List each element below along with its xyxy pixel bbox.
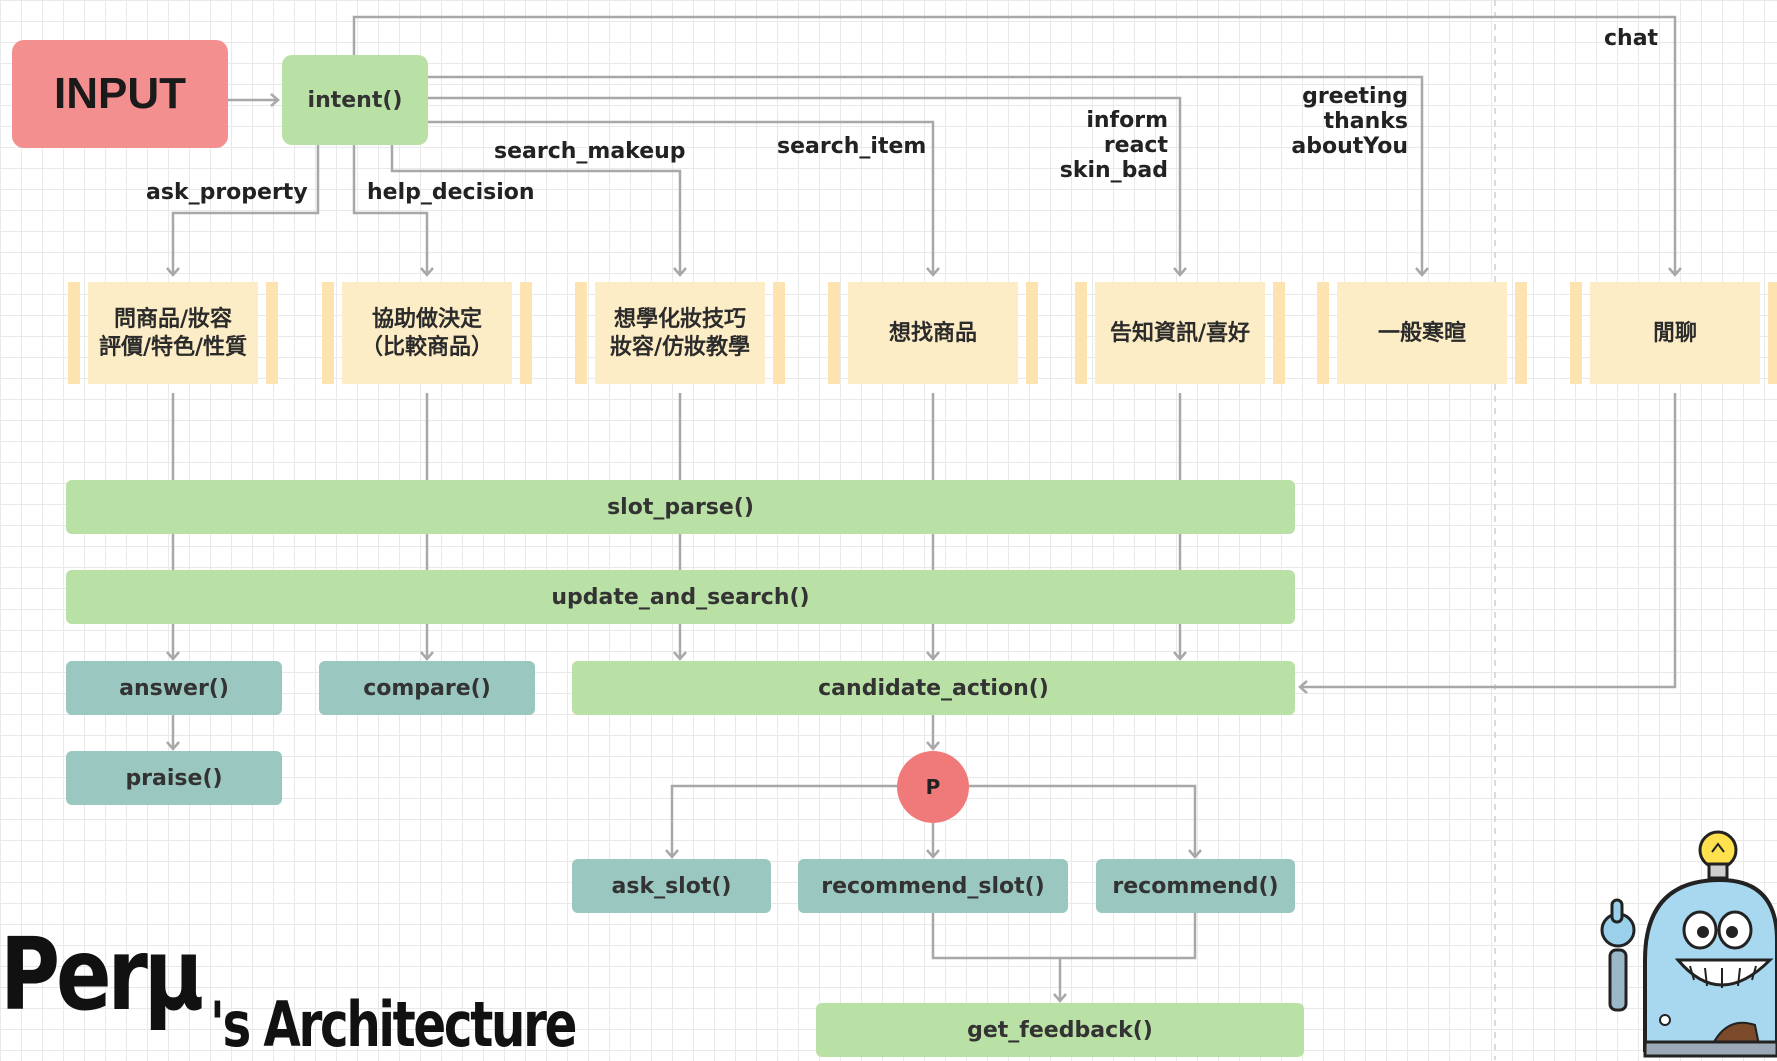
edge-label-ask-property: ask_property (146, 180, 308, 205)
edge-label-search-item: search_item (777, 134, 927, 159)
get-feedback-label: get_feedback() (967, 1017, 1153, 1043)
policy-label: P (925, 775, 941, 799)
category-text: 問商品/妝容 (113, 306, 233, 332)
arrow-chat (352, 15, 1682, 277)
category-text: 閒聊 (1652, 320, 1697, 346)
title-main: Perμ (0, 916, 204, 1033)
input-label: INPUT (54, 69, 186, 118)
intent-node: intent() (282, 55, 428, 145)
edge-label-greeting: greeting (1302, 84, 1408, 109)
arrow-search-makeup (390, 145, 687, 277)
edge-label-inform: inform (1086, 108, 1168, 133)
slot-parse-node: slot_parse() (66, 480, 1295, 534)
category-text: 評價/特色/性質 (98, 334, 248, 360)
edge-label-react: react (1103, 133, 1168, 158)
input-node: INPUT (12, 40, 228, 148)
answer-label: answer() (119, 675, 229, 701)
update-and-search-node: update_and_search() (66, 570, 1295, 624)
arrow-ask-property (166, 145, 320, 277)
arrow-search-item (428, 120, 940, 277)
recommend-slot-label: recommend_slot() (821, 873, 1045, 899)
category-text: 告知資訊/喜好 (1109, 320, 1251, 346)
edge-label-inform-group: inform react skin_bad (1040, 108, 1168, 183)
edge-label-chat: chat (1604, 26, 1659, 51)
category-greeting: 一般寒暄 (1317, 282, 1527, 384)
category-search-item: 想找商品 (828, 282, 1038, 384)
arrow-help-decision (352, 145, 434, 277)
category-text: 想找商品 (888, 320, 977, 346)
intent-label: intent() (307, 87, 403, 113)
arrow-inform (428, 96, 1187, 277)
recommend-slot-node: recommend_slot() (798, 859, 1068, 913)
edge-label-greeting-group: greeting thanks aboutYou (1290, 84, 1408, 159)
category-search-makeup: 想學化妝技巧 妝容/仿妝教學 (575, 282, 785, 384)
get-feedback-node: get_feedback() (816, 1003, 1304, 1057)
recommend-node: recommend() (1096, 859, 1295, 913)
category-chat: 閒聊 (1570, 282, 1777, 384)
praise-label: praise() (125, 765, 223, 791)
candidate-action-label: candidate_action() (818, 675, 1049, 701)
recommend-label: recommend() (1112, 873, 1279, 899)
category-text: 妝容/仿妝教學 (609, 334, 751, 360)
robot-mascot-icon (1600, 830, 1777, 1058)
category-text: 協助做決定 (371, 306, 482, 332)
edge-label-help-decision: help_decision (367, 180, 535, 205)
candidate-action-node: candidate_action() (572, 661, 1295, 715)
answer-node: answer() (66, 661, 282, 715)
category-help-decision: 協助做決定 （比較商品） (322, 282, 532, 384)
category-text: （比較商品） (360, 334, 493, 360)
update-and-search-label: update_and_search() (551, 584, 810, 610)
category-ask-property: 問商品/妝容 評價/特色/性質 (68, 282, 278, 384)
compare-node: compare() (319, 661, 535, 715)
category-inform: 告知資訊/喜好 (1075, 282, 1285, 384)
title-subtitle: 's Architecture (210, 988, 577, 1061)
policy-node: P (897, 751, 969, 823)
category-text: 想學化妝技巧 (613, 306, 746, 332)
ask-slot-node: ask_slot() (572, 859, 771, 913)
edge-label-thanks: thanks (1323, 109, 1408, 134)
slot-parse-label: slot_parse() (607, 494, 754, 520)
edge-label-aboutyou: aboutYou (1291, 134, 1408, 159)
compare-label: compare() (363, 675, 491, 701)
edge-label-search-makeup: search_makeup (494, 139, 686, 164)
ask-slot-label: ask_slot() (611, 873, 732, 899)
praise-node: praise() (66, 751, 282, 805)
arrow-chat-candidate (1298, 393, 1677, 694)
edge-label-skin-bad: skin_bad (1059, 158, 1168, 183)
arrow-greeting (428, 75, 1429, 277)
category-text: 一般寒暄 (1377, 320, 1466, 346)
